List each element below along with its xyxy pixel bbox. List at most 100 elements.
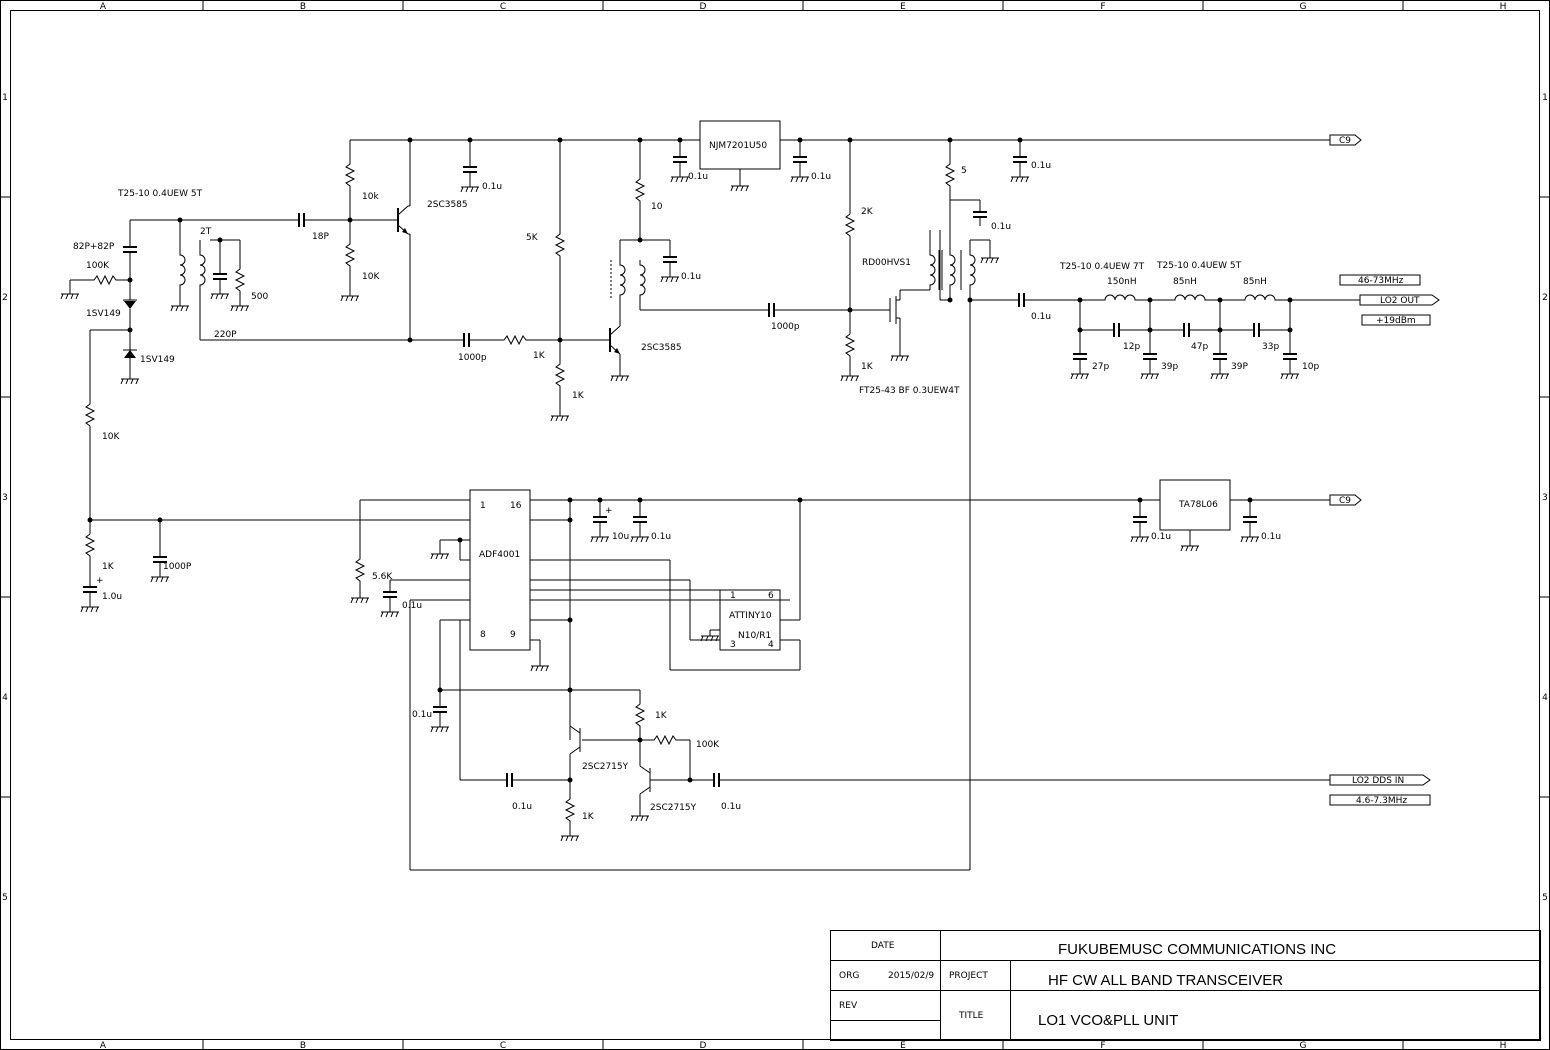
lo2-out-level-box: [1361, 314, 1431, 326]
cap-out-label: 0.1u: [1031, 312, 1051, 322]
ind-150nh-label: 150nH: [1107, 277, 1137, 287]
cap-12p-label: 12p: [1123, 342, 1140, 352]
project-name: HF CW ALL BAND TRANSCEIVER: [1048, 972, 1283, 989]
xfmr-label: FT25-43 BF 0.3UEW4T: [859, 386, 960, 396]
res-100k-label: 100K: [86, 261, 110, 271]
mcu-pin-4: 4: [768, 640, 774, 650]
cap-ta78-out-label: 0.1u: [1261, 532, 1281, 542]
cap-dds-in-label: 0.1u: [721, 802, 741, 812]
cap-27p-label: 27p: [1092, 362, 1109, 372]
mcu-pin-1: 1: [730, 591, 736, 601]
project-label: PROJECT: [949, 971, 988, 981]
pll-label: ADF4001: [479, 550, 520, 560]
transistor-q1: [397, 205, 409, 235]
cap-1u-label: 1.0u: [102, 592, 122, 602]
res-2k-label: 2K: [861, 207, 874, 217]
regulator-njm7201-label: NJM7201U50: [709, 141, 767, 151]
cap-ta78-in-label: 0.1u: [1151, 532, 1171, 542]
org-label: ORG: [839, 971, 859, 981]
port-c9-mid: [1329, 494, 1362, 506]
ind-85nh-a-label: 85nH: [1173, 277, 1197, 287]
cap-1u-polarity: +: [96, 576, 104, 586]
col-label-e-bottom: E: [900, 1041, 906, 1050]
mcu-pin-6: 6: [768, 591, 774, 601]
res-100k-b-label: 100K: [696, 740, 720, 750]
sheet-title: LO1 VCO&PLL UNIT: [1038, 1012, 1178, 1029]
res-5-label: 5: [961, 166, 967, 176]
cap-82p-label: 82P+82P: [73, 242, 115, 252]
lo2-out-freq: 46-73MHz: [1358, 276, 1404, 286]
pll-pin-1: 1: [480, 501, 486, 511]
res-10k-bias-label: 10K: [102, 432, 120, 442]
varactor-2: [124, 350, 136, 358]
osc-coil-label: T25-10 0.4UEW 5T: [117, 189, 203, 199]
col-label-e: E: [900, 2, 906, 12]
mcu-sublabel: N10/R1: [738, 631, 771, 641]
col-label-a-bottom: A: [100, 1041, 107, 1050]
port-c9-top-label: C9: [1339, 136, 1351, 146]
cap-reg-out-label: 0.1u: [811, 172, 831, 182]
col-label-d: D: [700, 2, 707, 12]
cap-q1-collector-label: 0.1u: [482, 182, 502, 192]
q3-label: 2SC2715Y: [582, 762, 629, 772]
cap-pll-ref-label: 0.1u: [402, 601, 422, 611]
col-label-c: C: [500, 2, 506, 12]
port-c9-mid-label: C9: [1339, 496, 1351, 506]
q4-label: 2SC2715Y: [650, 803, 697, 813]
lo2-out-freq-box: [1339, 274, 1421, 286]
row-label-4-right: 4: [1542, 693, 1548, 703]
cap-q2-decouple-label: 0.1u: [681, 272, 701, 282]
lo2-dds-freq: 4.6-7.3MHz: [1356, 796, 1407, 806]
cap-10u-polarity: +: [605, 506, 613, 516]
cap-18p-label: 18P: [312, 232, 329, 242]
row-label-3-right: 3: [1542, 493, 1548, 503]
res-10k-upper-label: 10k: [362, 192, 379, 202]
cap-1000p-a-label: 1000p: [458, 353, 487, 363]
cap-reg-in-label: 0.1u: [688, 172, 708, 182]
regulator-ta78l06-label: TA78L06: [1178, 500, 1218, 510]
mcu-pin-3: 3: [730, 640, 736, 650]
title-label: TITLE: [958, 1011, 984, 1021]
date-label: DATE: [871, 941, 895, 951]
regulator-ta78l06: [1159, 479, 1231, 531]
rev-label: REV: [839, 1001, 858, 1011]
port-lo2-dds-in: [1329, 774, 1431, 786]
two-turn-label: 2T: [200, 227, 212, 237]
col-label-f-bottom: F: [1100, 1041, 1105, 1050]
col-label-b: B: [300, 2, 306, 12]
res-1k-b-label: 1K: [572, 391, 585, 401]
col-label-h: H: [1500, 2, 1507, 12]
coil-7t-label: T25-10 0.4UEW 7T: [1059, 262, 1145, 272]
row-label-5: 5: [2, 893, 8, 903]
port-c9-top: [1329, 134, 1362, 146]
row-label-1-right: 1: [1542, 93, 1548, 103]
row-label-1: 1: [2, 93, 8, 103]
cap-fet-drain-label: 0.1u: [991, 222, 1011, 232]
cap-10p-label: 10p: [1302, 362, 1319, 372]
cap-c9-label: 0.1u: [1031, 161, 1051, 171]
cap-39P-label: 39P: [1231, 362, 1248, 372]
cap-pll-ce-label: 0.1u: [412, 710, 432, 720]
pll-adf4001: [469, 489, 531, 651]
row-label-5-right: 5: [1542, 893, 1548, 903]
col-label-g: G: [1300, 2, 1307, 12]
transistor-q3: [569, 720, 581, 755]
cap-220p-label: 220P: [214, 330, 237, 340]
org-date: 2015/02/9: [888, 971, 934, 981]
col-label-g-bottom: G: [1300, 1041, 1307, 1050]
res-1k-e-label: 1K: [582, 812, 595, 822]
lo2-out-level: +19dBm: [1376, 316, 1416, 326]
coil-5t-label: T25-10 0.4UEW 5T: [1156, 261, 1242, 271]
port-lo2-out-label: LO2 OUT: [1380, 296, 1420, 306]
mcu-label: ATTINY10: [729, 611, 772, 621]
res-1k-bias-label: 1K: [102, 562, 115, 572]
res-1k-c-label: 1K: [861, 362, 874, 372]
varactor-2-label: 1SV149: [140, 355, 175, 365]
transistor-q2: [609, 325, 621, 355]
cap-dds-couple-label: 0.1u: [512, 802, 532, 812]
company-name: FUKUBEMUSC COMMUNICATIONS INC: [1058, 941, 1336, 958]
col-label-b-bottom: B: [300, 1041, 306, 1050]
res-10-label: 10: [651, 202, 663, 212]
q2-label: 2SC3585: [641, 343, 682, 353]
